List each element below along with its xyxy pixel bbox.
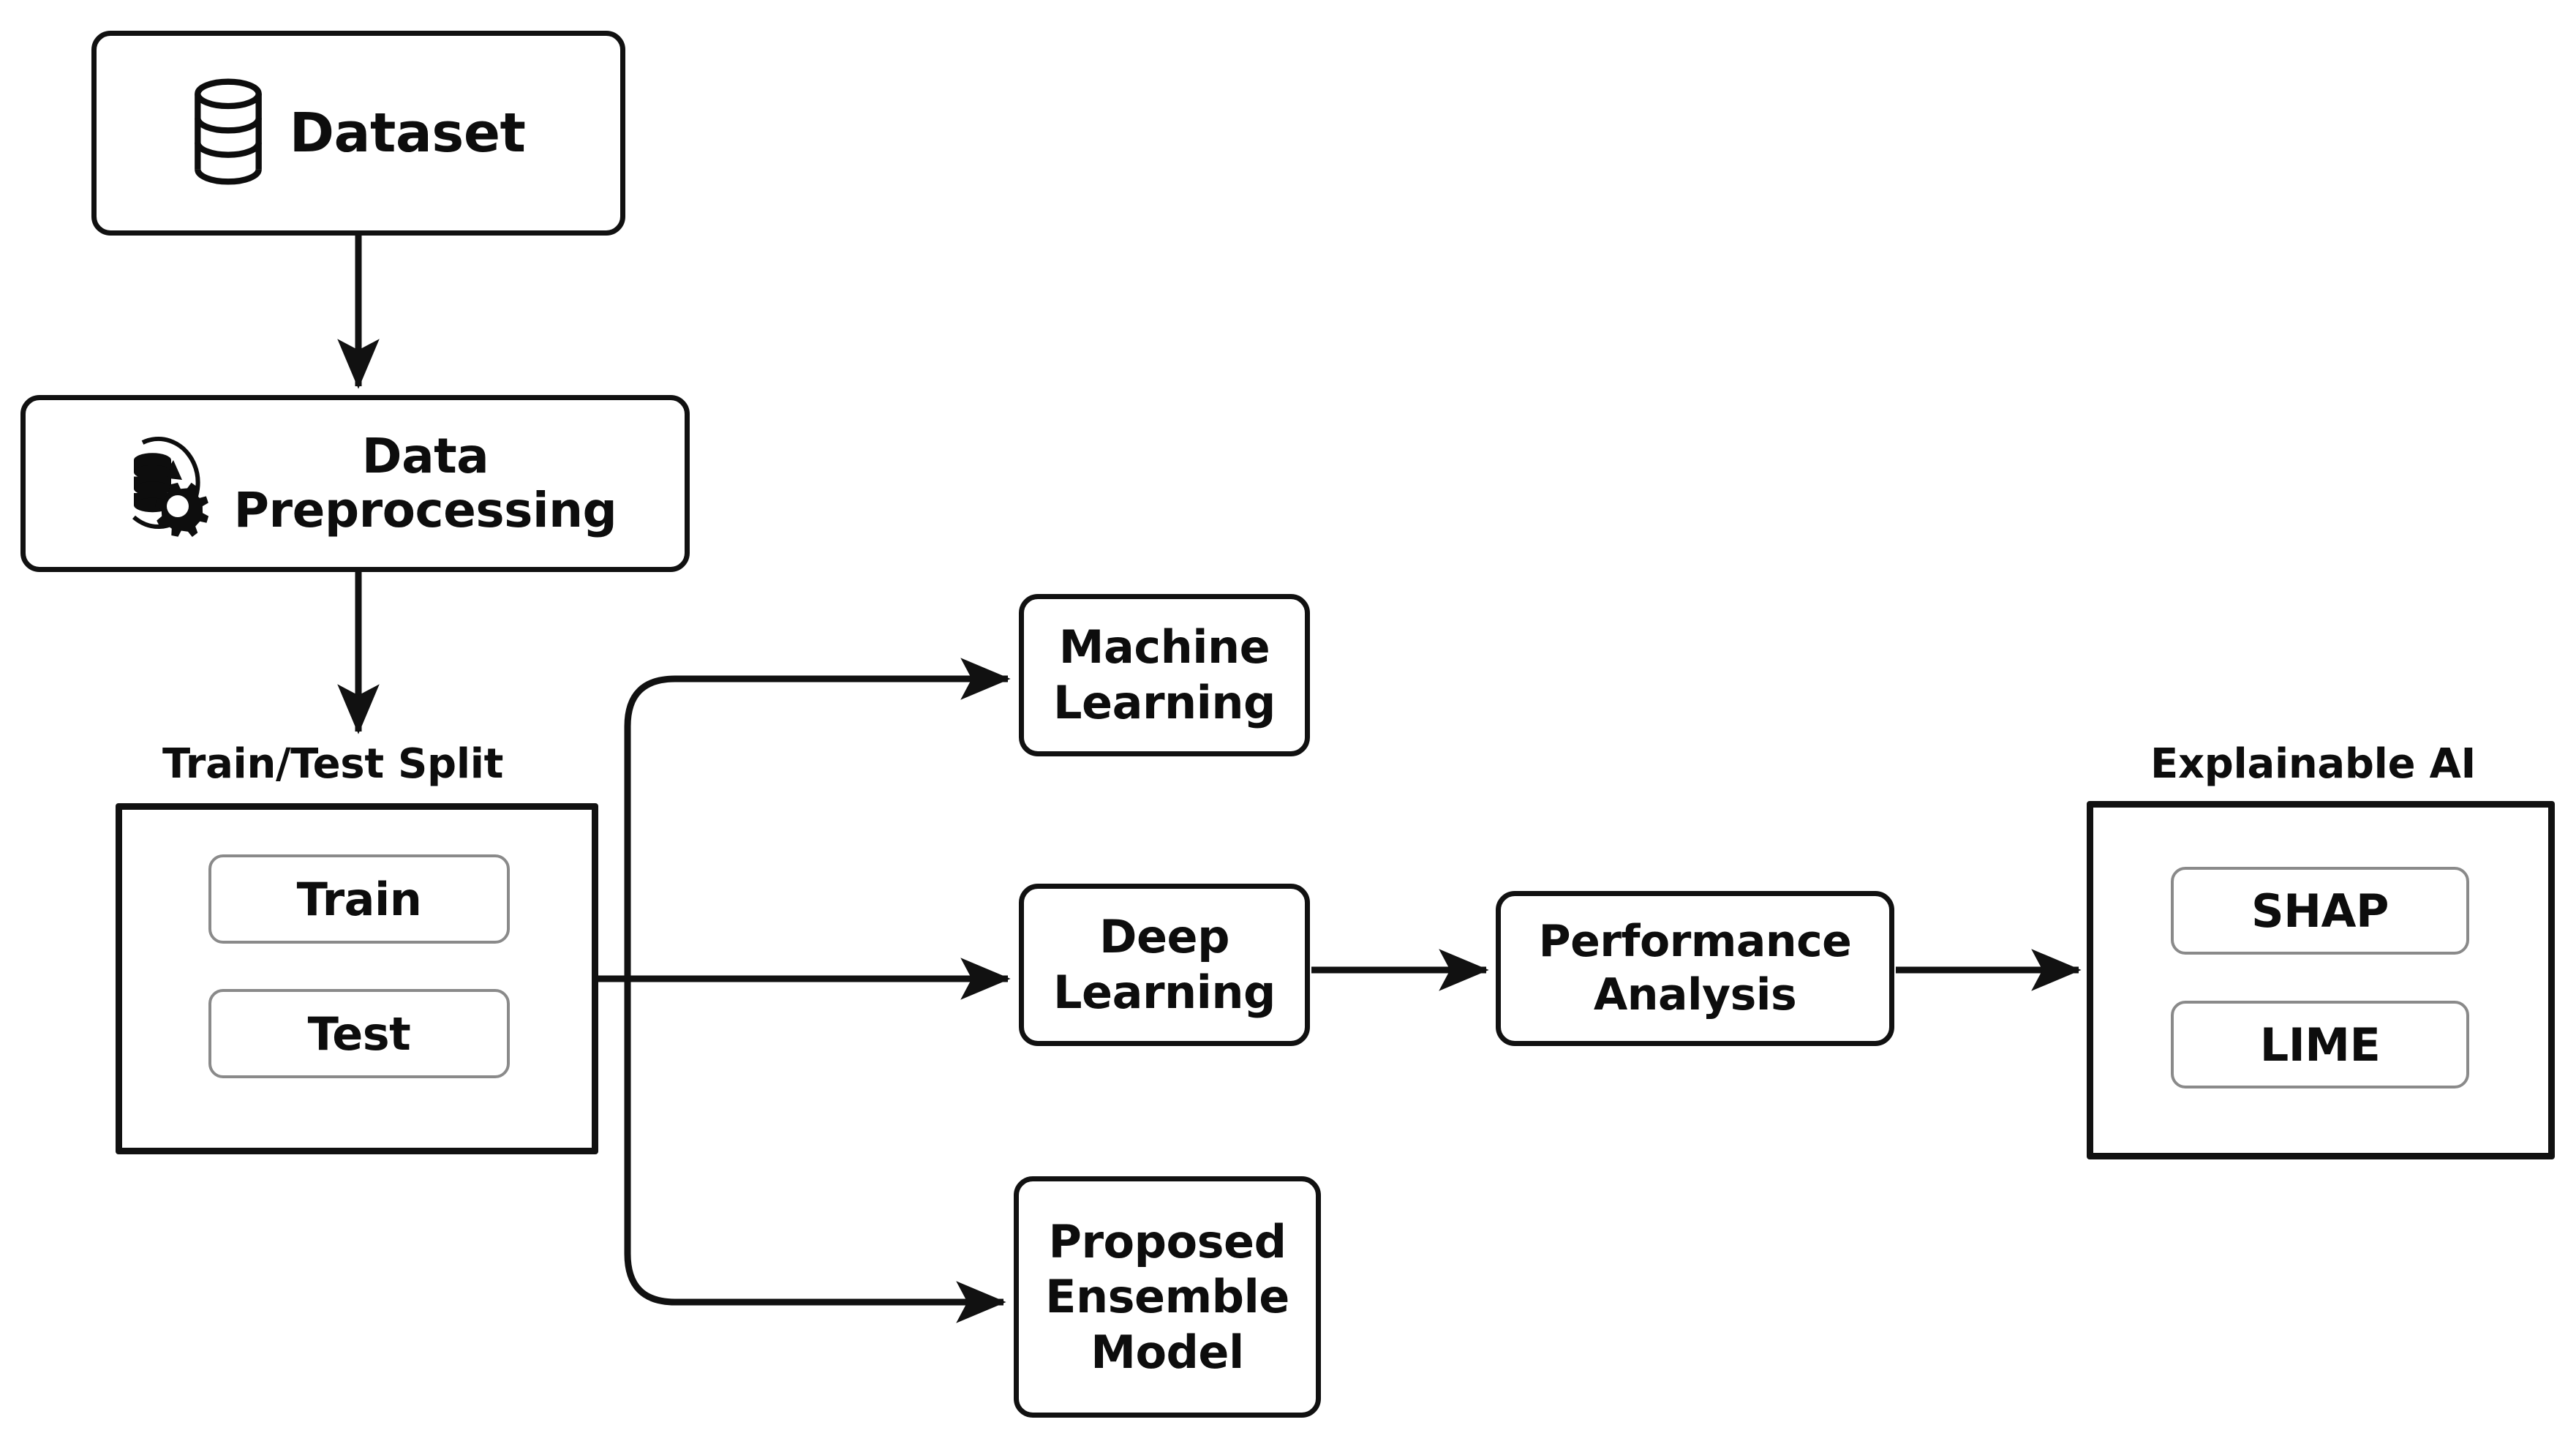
lime-box[interactable]: LIME bbox=[2171, 1001, 2469, 1088]
dataset-node[interactable]: Dataset bbox=[91, 31, 625, 236]
deep-learning-line2: Learning bbox=[1053, 966, 1276, 1019]
shap-box[interactable]: SHAP bbox=[2171, 867, 2469, 955]
machine-learning-line1: Machine bbox=[1058, 620, 1270, 674]
performance-analysis-line1: Performance bbox=[1538, 915, 1852, 967]
deep-learning-line1: Deep bbox=[1099, 910, 1229, 964]
machine-learning-line2: Learning bbox=[1053, 676, 1276, 729]
proposed-ensemble-model-node[interactable]: Proposed Ensemble Model bbox=[1014, 1176, 1321, 1418]
proposed-ensemble-line3: Model bbox=[1091, 1325, 1244, 1379]
test-box[interactable]: Test bbox=[208, 989, 510, 1078]
data-preprocessing-line2: Preprocessing bbox=[233, 481, 617, 538]
proposed-ensemble-line1: Proposed bbox=[1048, 1214, 1287, 1268]
machine-learning-node[interactable]: Machine Learning bbox=[1019, 594, 1310, 756]
deep-learning-node[interactable]: Deep Learning bbox=[1019, 884, 1310, 1046]
proposed-ensemble-line2: Ensemble bbox=[1045, 1270, 1289, 1324]
edge-split-to-machine-learning bbox=[624, 658, 1011, 979]
dataset-label: Dataset bbox=[289, 101, 526, 165]
data-preprocessing-label: Data Preprocessing bbox=[234, 429, 617, 538]
train-box[interactable]: Train bbox=[208, 854, 510, 944]
edge-split-to-proposed-ensemble bbox=[624, 979, 1006, 1323]
database-icon bbox=[192, 77, 265, 190]
database-gear-refresh-icon bbox=[110, 427, 219, 541]
data-preprocessing-node[interactable]: Data Preprocessing bbox=[20, 395, 690, 572]
data-preprocessing-line1: Data bbox=[361, 428, 489, 485]
explainable-ai-label: Explainable AI bbox=[2150, 740, 2477, 788]
train-test-split-label: Train/Test Split bbox=[162, 740, 504, 788]
performance-analysis-node[interactable]: Performance Analysis bbox=[1496, 891, 1894, 1046]
explainable-ai-container[interactable] bbox=[2087, 801, 2555, 1159]
performance-analysis-line2: Analysis bbox=[1593, 969, 1797, 1020]
